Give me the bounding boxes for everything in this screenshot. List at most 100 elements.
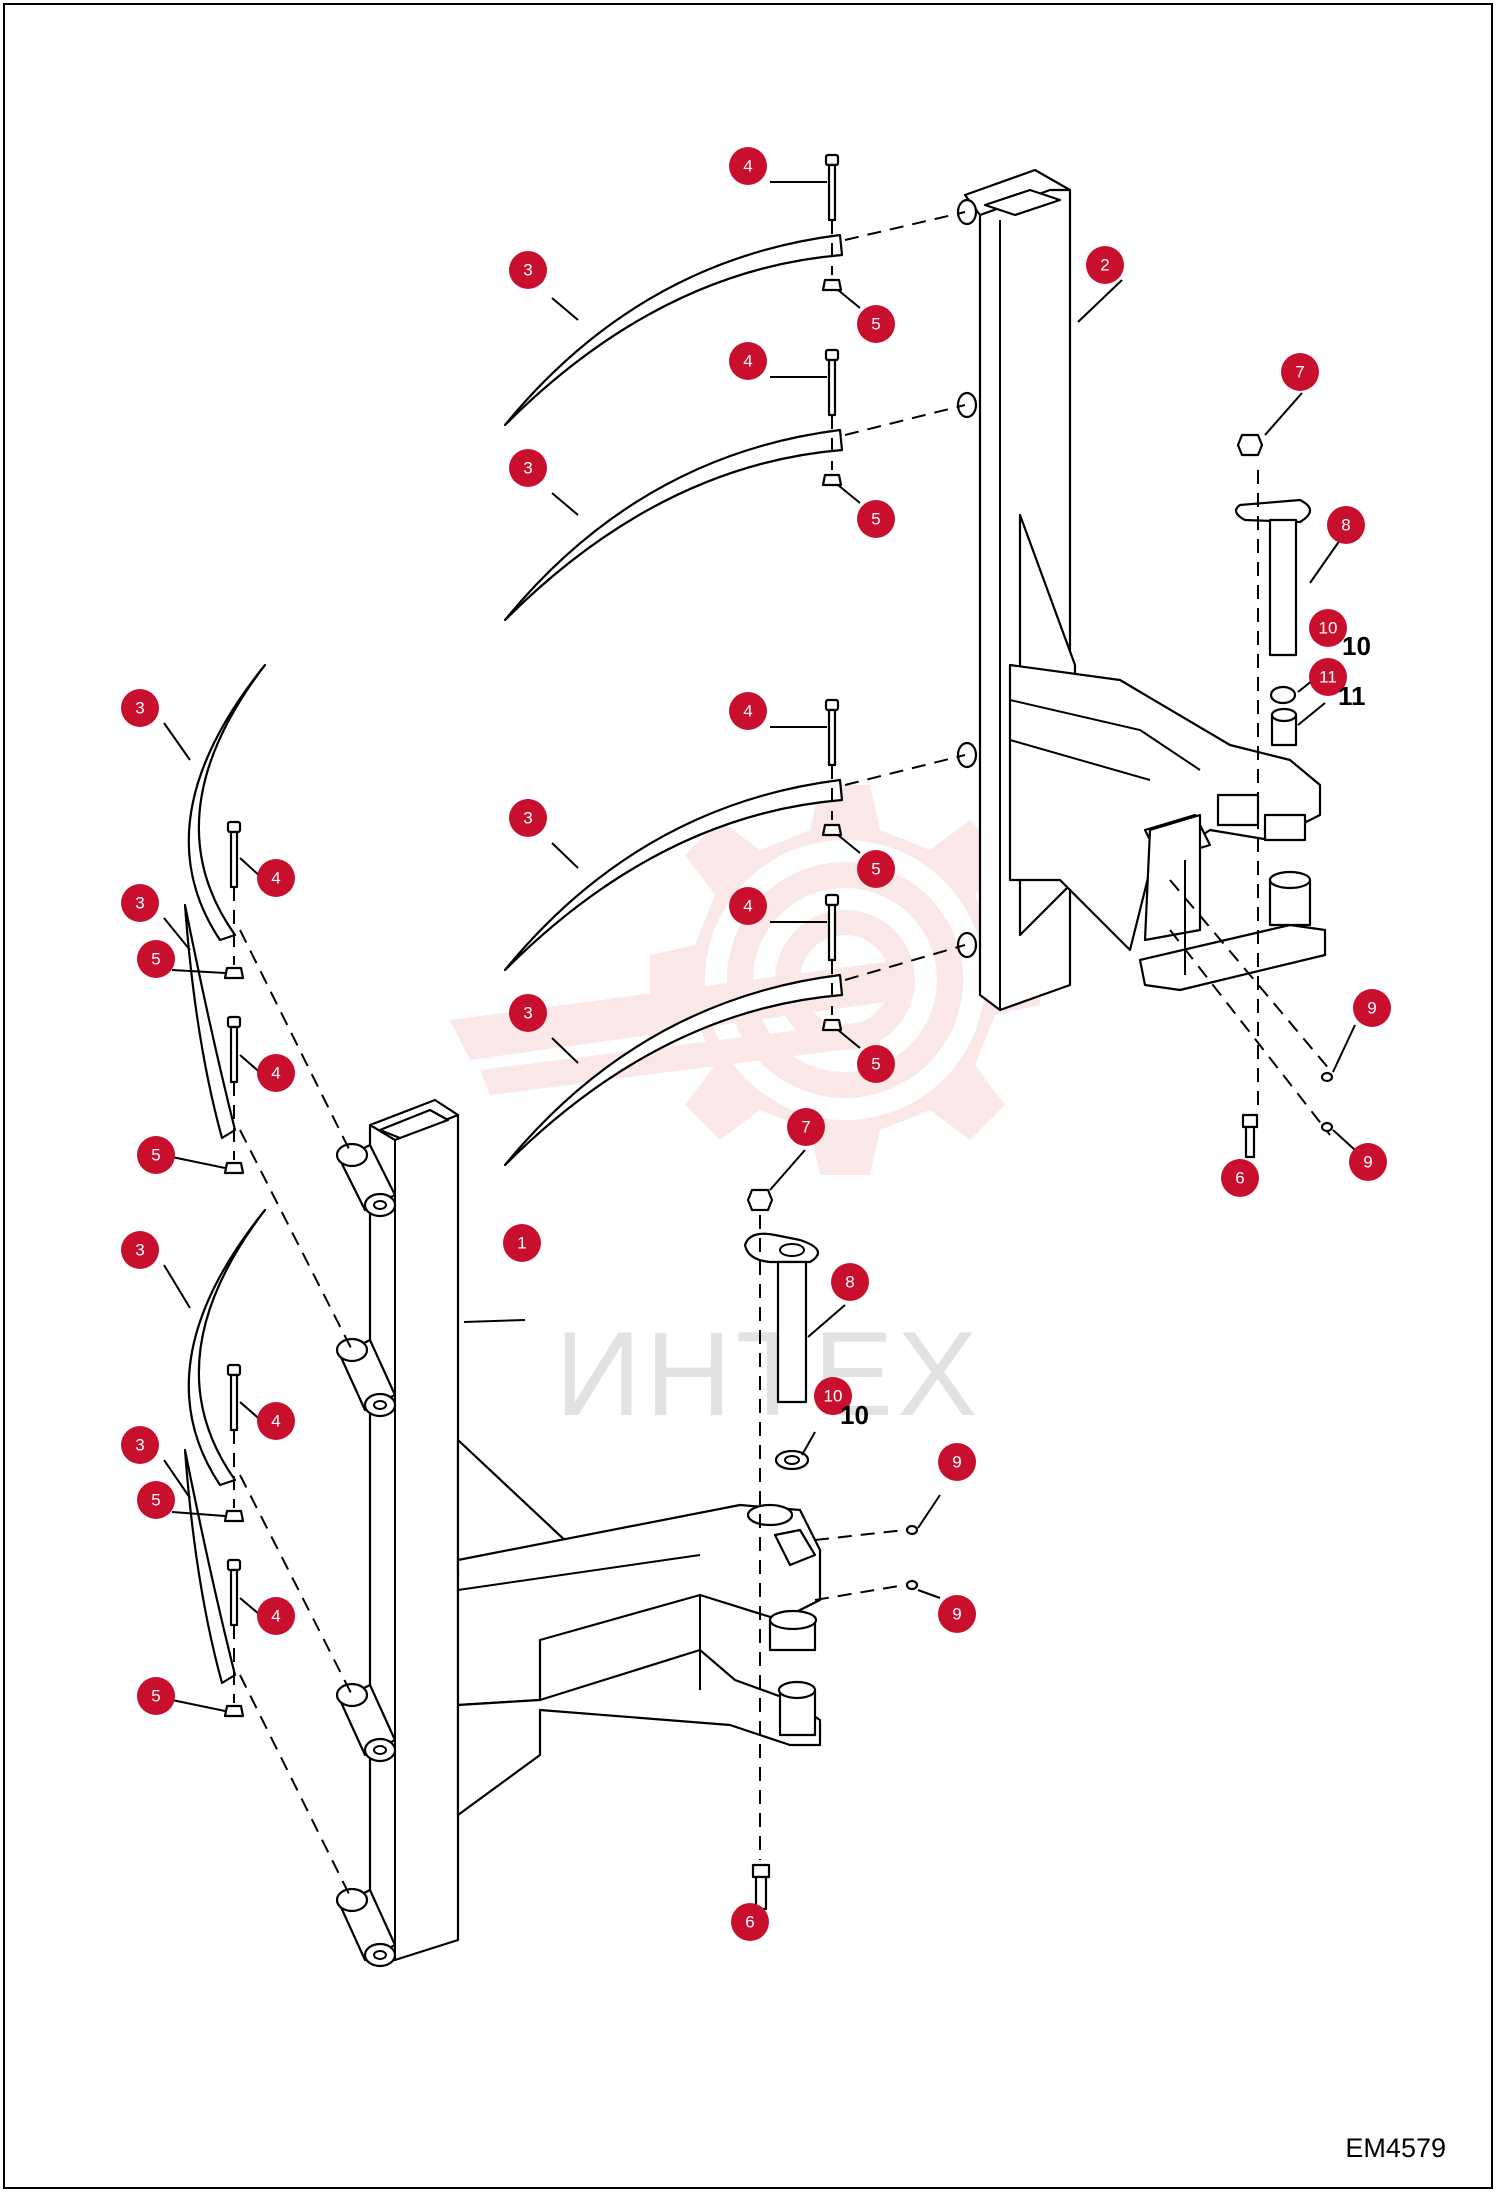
callout-label: 9 (1367, 999, 1376, 1018)
callout-5: 5 (857, 1045, 895, 1083)
callout-circle (121, 689, 159, 727)
callout-label: 4 (743, 702, 752, 721)
callout-7: 7 (1281, 353, 1319, 391)
leader-lines (163, 181, 1356, 1712)
callout-label: 8 (1341, 516, 1350, 535)
callout-circle (1349, 1143, 1387, 1181)
callout-circle (787, 1108, 825, 1146)
callout-label: 5 (871, 315, 880, 334)
callout-circle (1086, 246, 1124, 284)
watermark-text: ИНТЕХ (555, 1307, 982, 1441)
callout-label: 9 (952, 1605, 961, 1624)
callout-5: 5 (857, 500, 895, 538)
callout-label: 5 (871, 860, 880, 879)
callout-10: 10 (814, 1377, 852, 1415)
callout-label: 5 (151, 1491, 160, 1510)
svg-text:10: 10 (1342, 631, 1371, 661)
callout-3: 3 (121, 884, 159, 922)
callout-circle (857, 305, 895, 343)
callout-circle (121, 884, 159, 922)
callout-label: 3 (523, 809, 532, 828)
callout-label: 5 (151, 1687, 160, 1706)
callout-9: 9 (1349, 1143, 1387, 1181)
callout-label: 3 (135, 699, 144, 718)
callout-2: 2 (1086, 246, 1124, 284)
callout-4: 4 (257, 859, 295, 897)
watermark-gear-icon (450, 785, 1040, 1175)
callout-circle (729, 342, 767, 380)
callout-4: 4 (729, 342, 767, 380)
callout-label: 8 (845, 1273, 854, 1292)
callout-label: 7 (1295, 363, 1304, 382)
callout-circle (1309, 609, 1347, 647)
callout-group: 1233333333444444445555555566778899991010… (121, 147, 1391, 1941)
callout-5: 5 (137, 1136, 175, 1174)
callout-1: 1 (503, 1224, 541, 1262)
callout-label: 1 (517, 1234, 526, 1253)
callout-label: 4 (271, 1412, 280, 1431)
callout-circle (857, 500, 895, 538)
pivot-hardware-left (743, 1188, 919, 1911)
callout-circle (831, 1263, 869, 1301)
callout-6: 6 (1221, 1159, 1259, 1197)
callout-5: 5 (857, 305, 895, 343)
callout-label: 3 (135, 1241, 144, 1260)
callout-3: 3 (509, 994, 547, 1032)
callout-3: 3 (509, 799, 547, 837)
callout-circle (938, 1443, 976, 1481)
callout-label: 2 (1100, 256, 1109, 275)
callout-circle (1221, 1159, 1259, 1197)
callout-label: 4 (743, 897, 752, 916)
callout-9: 9 (938, 1595, 976, 1633)
callout-8: 8 (831, 1263, 869, 1301)
callout-5: 5 (137, 940, 175, 978)
callout-label: 4 (271, 869, 280, 888)
upright-frame-right (956, 168, 1327, 1012)
callout-3: 3 (121, 1426, 159, 1464)
callout-label: 9 (952, 1453, 961, 1472)
callout-circle (137, 1136, 175, 1174)
roller-upper (335, 1142, 397, 1218)
callout-5: 5 (857, 850, 895, 888)
callout-circle (137, 1677, 175, 1715)
callout-3: 3 (121, 689, 159, 727)
callout-label: 5 (151, 1146, 160, 1165)
callout-circle (137, 940, 175, 978)
callout-label: 6 (745, 1913, 754, 1932)
callout-circle (509, 799, 547, 837)
svg-text:11: 11 (1338, 681, 1366, 711)
callout-label: 11 (1319, 668, 1337, 687)
callout-4: 4 (257, 1597, 295, 1635)
callout-circle (1353, 989, 1391, 1027)
callout-circle (509, 994, 547, 1032)
callout-label: 3 (523, 459, 532, 478)
callout-11: 11 (1309, 658, 1347, 696)
callout-label: 9 (1363, 1153, 1372, 1172)
callout-label: 4 (743, 352, 752, 371)
callout-circle (257, 859, 295, 897)
callout-10: 10 (1309, 609, 1347, 647)
callout-circle (1327, 506, 1365, 544)
callout-3: 3 (509, 449, 547, 487)
roller-middle-lower (335, 1682, 397, 1763)
callout-5: 5 (137, 1677, 175, 1715)
bolts-right (821, 153, 843, 1032)
callout-circle (857, 1045, 895, 1083)
callout-4: 4 (257, 1054, 295, 1092)
callout-label: 4 (271, 1064, 280, 1083)
callout-3: 3 (509, 251, 547, 289)
callout-circle (121, 1231, 159, 1269)
bolts-left (223, 820, 245, 1718)
callout-label: 3 (135, 894, 144, 913)
callout-circle (731, 1903, 769, 1941)
callout-label: 10 (1319, 619, 1338, 638)
callout-circle (121, 1426, 159, 1464)
callout-label: 4 (271, 1607, 280, 1626)
callout-4: 4 (257, 1402, 295, 1440)
callout-circle (503, 1224, 541, 1262)
callout-circle (257, 1597, 295, 1635)
callout-label: 7 (801, 1118, 810, 1137)
callout-label: 6 (1235, 1169, 1244, 1188)
tine-group-right (503, 211, 966, 1167)
